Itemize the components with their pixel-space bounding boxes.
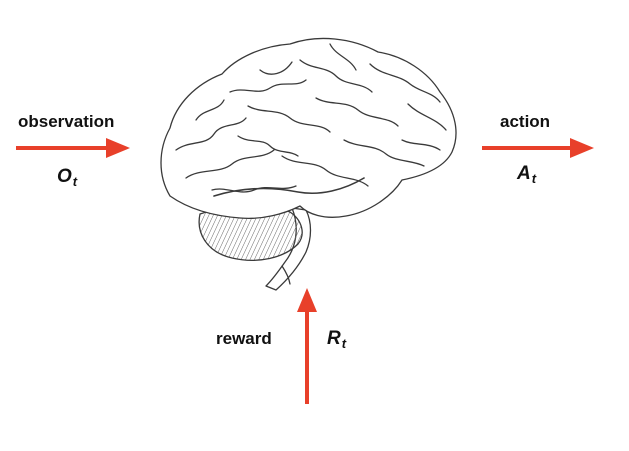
- action-arrow: [482, 138, 594, 158]
- brain-icon: [160, 37, 457, 291]
- reward-arrow: [297, 288, 317, 404]
- action-symbol: At: [517, 163, 537, 186]
- observation-symbol: Ot: [57, 166, 78, 189]
- action-label: action: [500, 112, 551, 131]
- reward-symbol: Rt: [327, 328, 347, 351]
- cerebrum: [160, 37, 457, 220]
- observation-arrow: [16, 138, 130, 158]
- reward-label: reward: [216, 329, 272, 348]
- observation-label: observation: [18, 112, 115, 131]
